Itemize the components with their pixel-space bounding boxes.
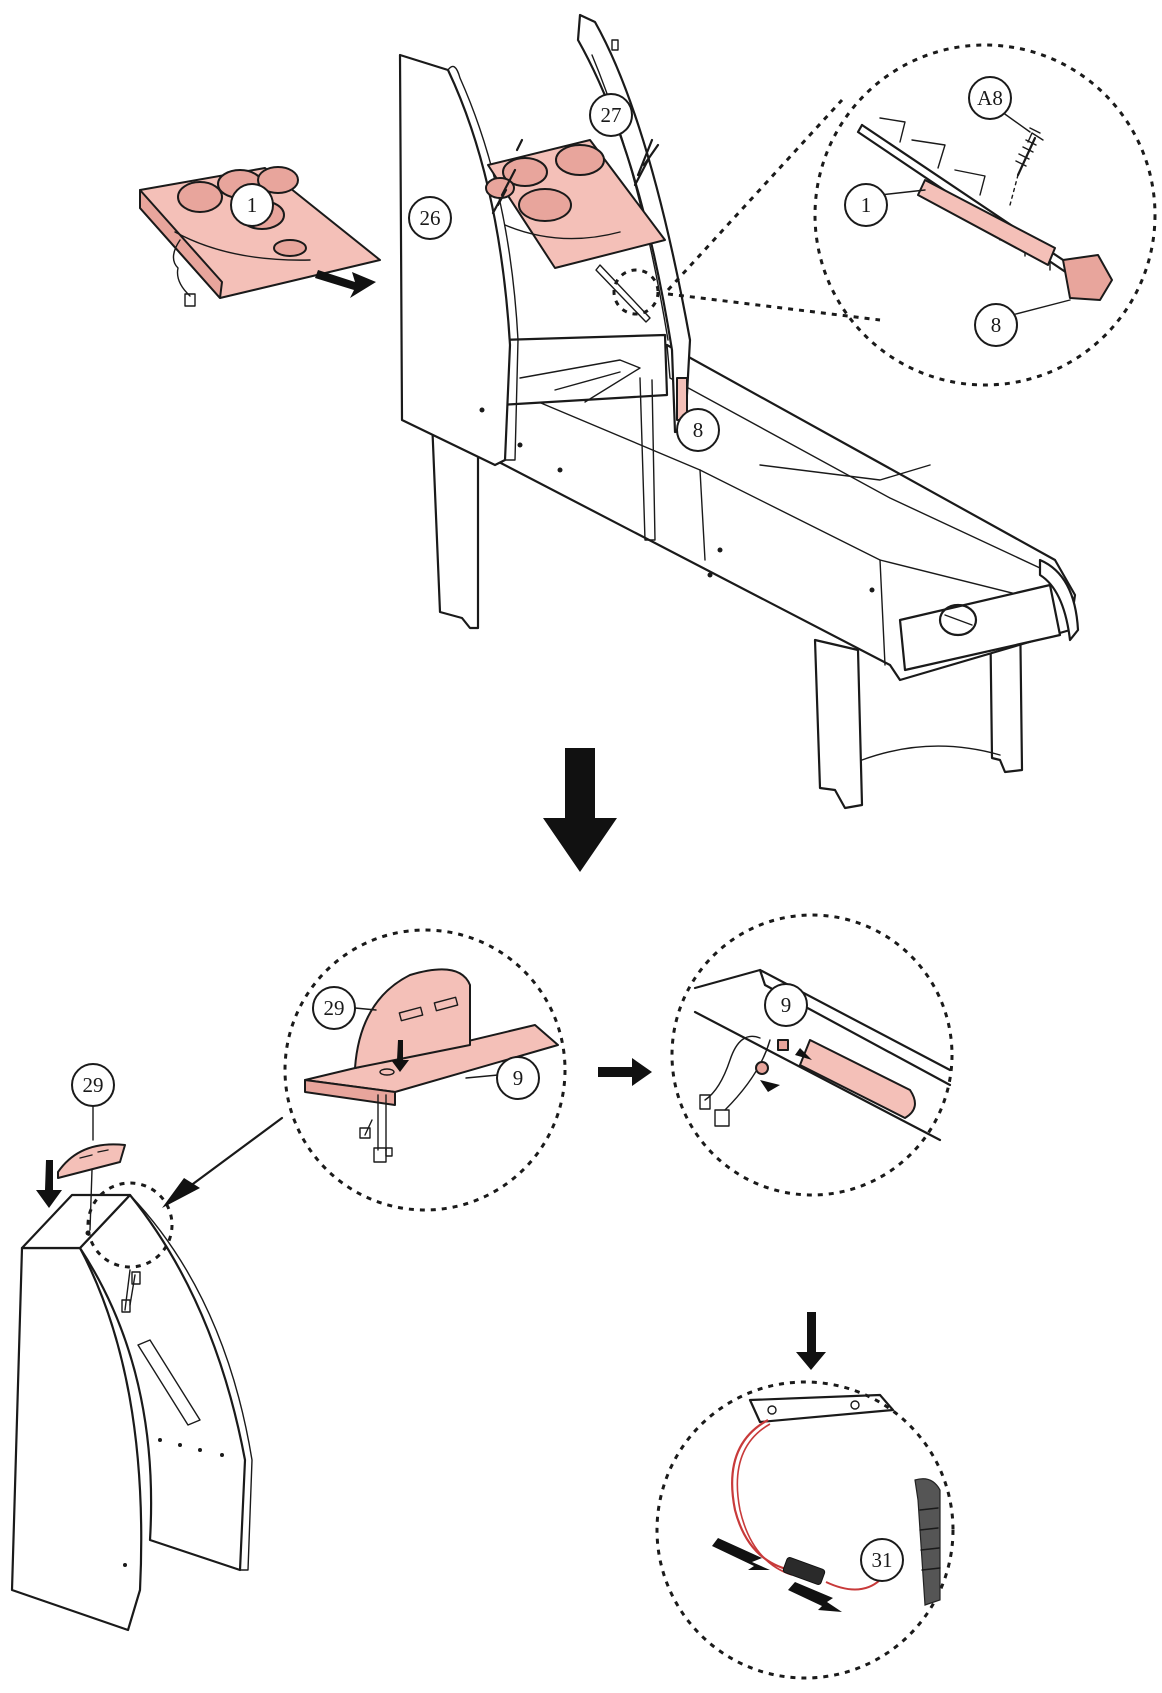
screw-icon xyxy=(1015,127,1044,177)
callout-26: 26 xyxy=(420,206,441,230)
small-down-arrow xyxy=(796,1312,826,1370)
tray-part-1 xyxy=(139,166,381,307)
callout-27: 27 xyxy=(601,103,622,127)
ball-return-box xyxy=(898,583,1062,672)
callout-detail2-9: 9 xyxy=(781,993,792,1017)
insert-arrow xyxy=(315,270,376,298)
part-29-piece: 29 xyxy=(36,1063,126,1231)
detail-circle-wiring: 9 xyxy=(670,913,954,1197)
callout-detail-1: 1 xyxy=(861,193,872,217)
screw-icon xyxy=(515,138,524,152)
callout-31: 31 xyxy=(872,1548,893,1572)
next-step-arrow xyxy=(598,1058,652,1086)
detail-circle-connector: 31 xyxy=(655,1380,955,1680)
lane-assembly xyxy=(398,13,1080,810)
lane-front-end xyxy=(1038,558,1080,642)
side-panel-26 xyxy=(398,53,512,467)
screw-icon xyxy=(491,168,517,215)
down-arrow xyxy=(36,1160,62,1208)
ball-return-hole xyxy=(938,603,978,637)
callout-detail-8: 8 xyxy=(991,313,1002,337)
step-down-arrow xyxy=(543,748,617,872)
connector-icon xyxy=(782,1556,826,1586)
callout-detail-29: 29 xyxy=(324,996,345,1020)
cabinet-assembly xyxy=(10,1181,253,1632)
callout-A8: A8 xyxy=(977,86,1003,110)
front-leg-left xyxy=(813,638,864,810)
bracket-detail xyxy=(1062,254,1113,301)
screw-icon xyxy=(633,138,660,187)
zoom-arrow xyxy=(162,1178,200,1208)
callout-29: 29 xyxy=(83,1073,104,1097)
callout-8: 8 xyxy=(693,418,704,442)
cabinet-left-panel xyxy=(10,1246,143,1632)
callout-detail-9: 9 xyxy=(513,1066,524,1090)
cabinet-right-panel xyxy=(78,1193,247,1572)
detail-circle-bracket: A8 1 8 xyxy=(666,43,1157,387)
cabinet-top xyxy=(20,1193,132,1250)
detail-circle-part29: 29 9 xyxy=(283,928,567,1212)
callout-1: 1 xyxy=(247,193,258,217)
